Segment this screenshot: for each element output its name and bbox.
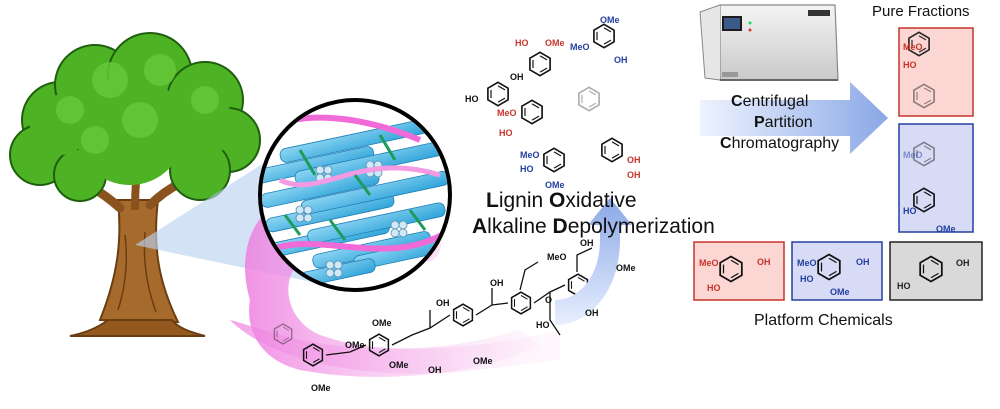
chem-label-ho-6: HO [465,94,479,104]
chem-label-ome-9: OMe [345,340,365,350]
cpc-cap-p: P [754,114,765,131]
lioad-rest-epolymerization: epolymerization [567,215,715,238]
fiber-cap [333,260,343,270]
chem-label-ome-6: OMe [372,318,392,328]
fiber-cap [303,205,313,215]
chem-label-oh-10: OH [490,278,504,288]
chem-label-ho-5: HO [897,281,911,291]
chem-label-oh-3: OH [956,258,970,268]
fiber-bundle-icon [258,98,452,292]
chem-label-oh: OH [757,257,771,267]
chem-label-meo: MeO [903,42,923,52]
red-fraction-box [898,27,974,117]
blue-fraction-box [898,123,974,233]
chem-label-oh-9: OH [428,365,442,375]
chem-label-oh-5: OH [614,55,628,65]
fiber-cap [315,165,325,175]
chem-label-ome: OMe [936,224,956,234]
chem-label-ome-2: OMe [830,287,850,297]
chem-label-oh-2: OH [856,257,870,267]
chem-label-ome-3: OMe [545,38,565,48]
cpc-line3: Chromatography [720,134,839,153]
fiber-cap [325,268,335,278]
chem-label-oh-4: OH [510,72,524,82]
chem-label-ome-7: OMe [389,360,409,370]
lioad-rest-xidative: xidative [565,189,637,212]
lioad-rest-lkaline: lkaline [487,215,553,238]
fiber-cap [295,205,305,215]
pure-fractions-label: Pure Fractions [872,3,970,20]
chem-label-o: O [545,295,553,305]
tree-icon [9,32,261,337]
chem-label-meo-8: MeO [547,252,567,262]
up-arrow [555,198,632,325]
chem-label-ho: HO [903,60,917,70]
lioad-cap-o: O [549,189,566,212]
chem-label-ho-9: HO [520,164,534,174]
chem-label-ho-8: HO [499,128,513,138]
fiber-cap [323,165,333,175]
lioad-cap-l: L [486,189,499,212]
lioad-rest-ignin: ignin [498,189,550,212]
chem-label-ome-4: OMe [600,15,620,25]
lioad-cap-d: D [552,215,568,238]
lignin-polymer-structure [273,247,593,367]
fiber-cap [390,228,400,238]
fiber-cap [295,213,305,223]
chem-label-ome-5: OMe [545,180,565,190]
chem-label-oh-7: OH [627,170,641,180]
chem-label-ome-8: OMe [311,383,331,393]
chem-label-ho-10: HO [536,320,550,330]
chem-label-oh-8: OH [436,298,450,308]
chem-label-ho-3: HO [707,283,721,293]
fiber-cap [303,213,313,223]
fiber-cap [398,220,408,230]
cpc-cap-c2: C [720,135,732,152]
chem-label-oh-6: OH [627,155,641,165]
chem-label-oh-11: OH [580,238,594,248]
chem-label-meo-2: MeO [903,150,923,160]
fiber-cap [333,268,343,278]
cpc-rest-artition: artition [764,114,813,131]
cpc-rest-hromatography: hromatography [731,135,840,152]
right-arrow [700,82,888,154]
chem-label-ome-10: OMe [473,356,493,366]
fiber-cap [398,228,408,238]
cpc-cap-c1: C [731,93,743,110]
chem-label-meo-6: MeO [497,108,517,118]
lioad-line1: Lignin Oxidative [486,188,637,213]
hydroxybenzoic-acid-box [889,241,983,301]
cpc-line2: Partition [754,113,813,132]
chem-label-ome-11: OMe [616,263,636,273]
chem-label-ho-4: HO [800,274,814,284]
vanillic-acid-box [693,241,785,301]
lignin-band-lower [230,320,560,374]
platform-chemicals-label: Platform Chemicals [754,312,893,329]
lioad-cap-a: A [472,215,488,238]
chem-label-meo-7: MeO [520,150,540,160]
chem-label-meo-4: MeO [797,258,817,268]
fiber-cap [325,260,335,270]
chem-label-ho-2: HO [903,206,917,216]
chem-label-ho-7: HO [515,38,529,48]
fiber-cap [390,220,400,230]
chem-label-meo-5: MeO [570,42,590,52]
syringic-acid-box [791,241,883,301]
cpc-instrument-icon [699,4,839,81]
lioad-line2: Alkaline Depolymerization [472,214,715,239]
cpc-rest-entrifugal: entrifugal [742,93,809,110]
cpc-line1: Centrifugal [731,92,808,111]
chem-label-oh-12: OH [585,308,599,318]
chem-label-meo-3: MeO [699,258,719,268]
